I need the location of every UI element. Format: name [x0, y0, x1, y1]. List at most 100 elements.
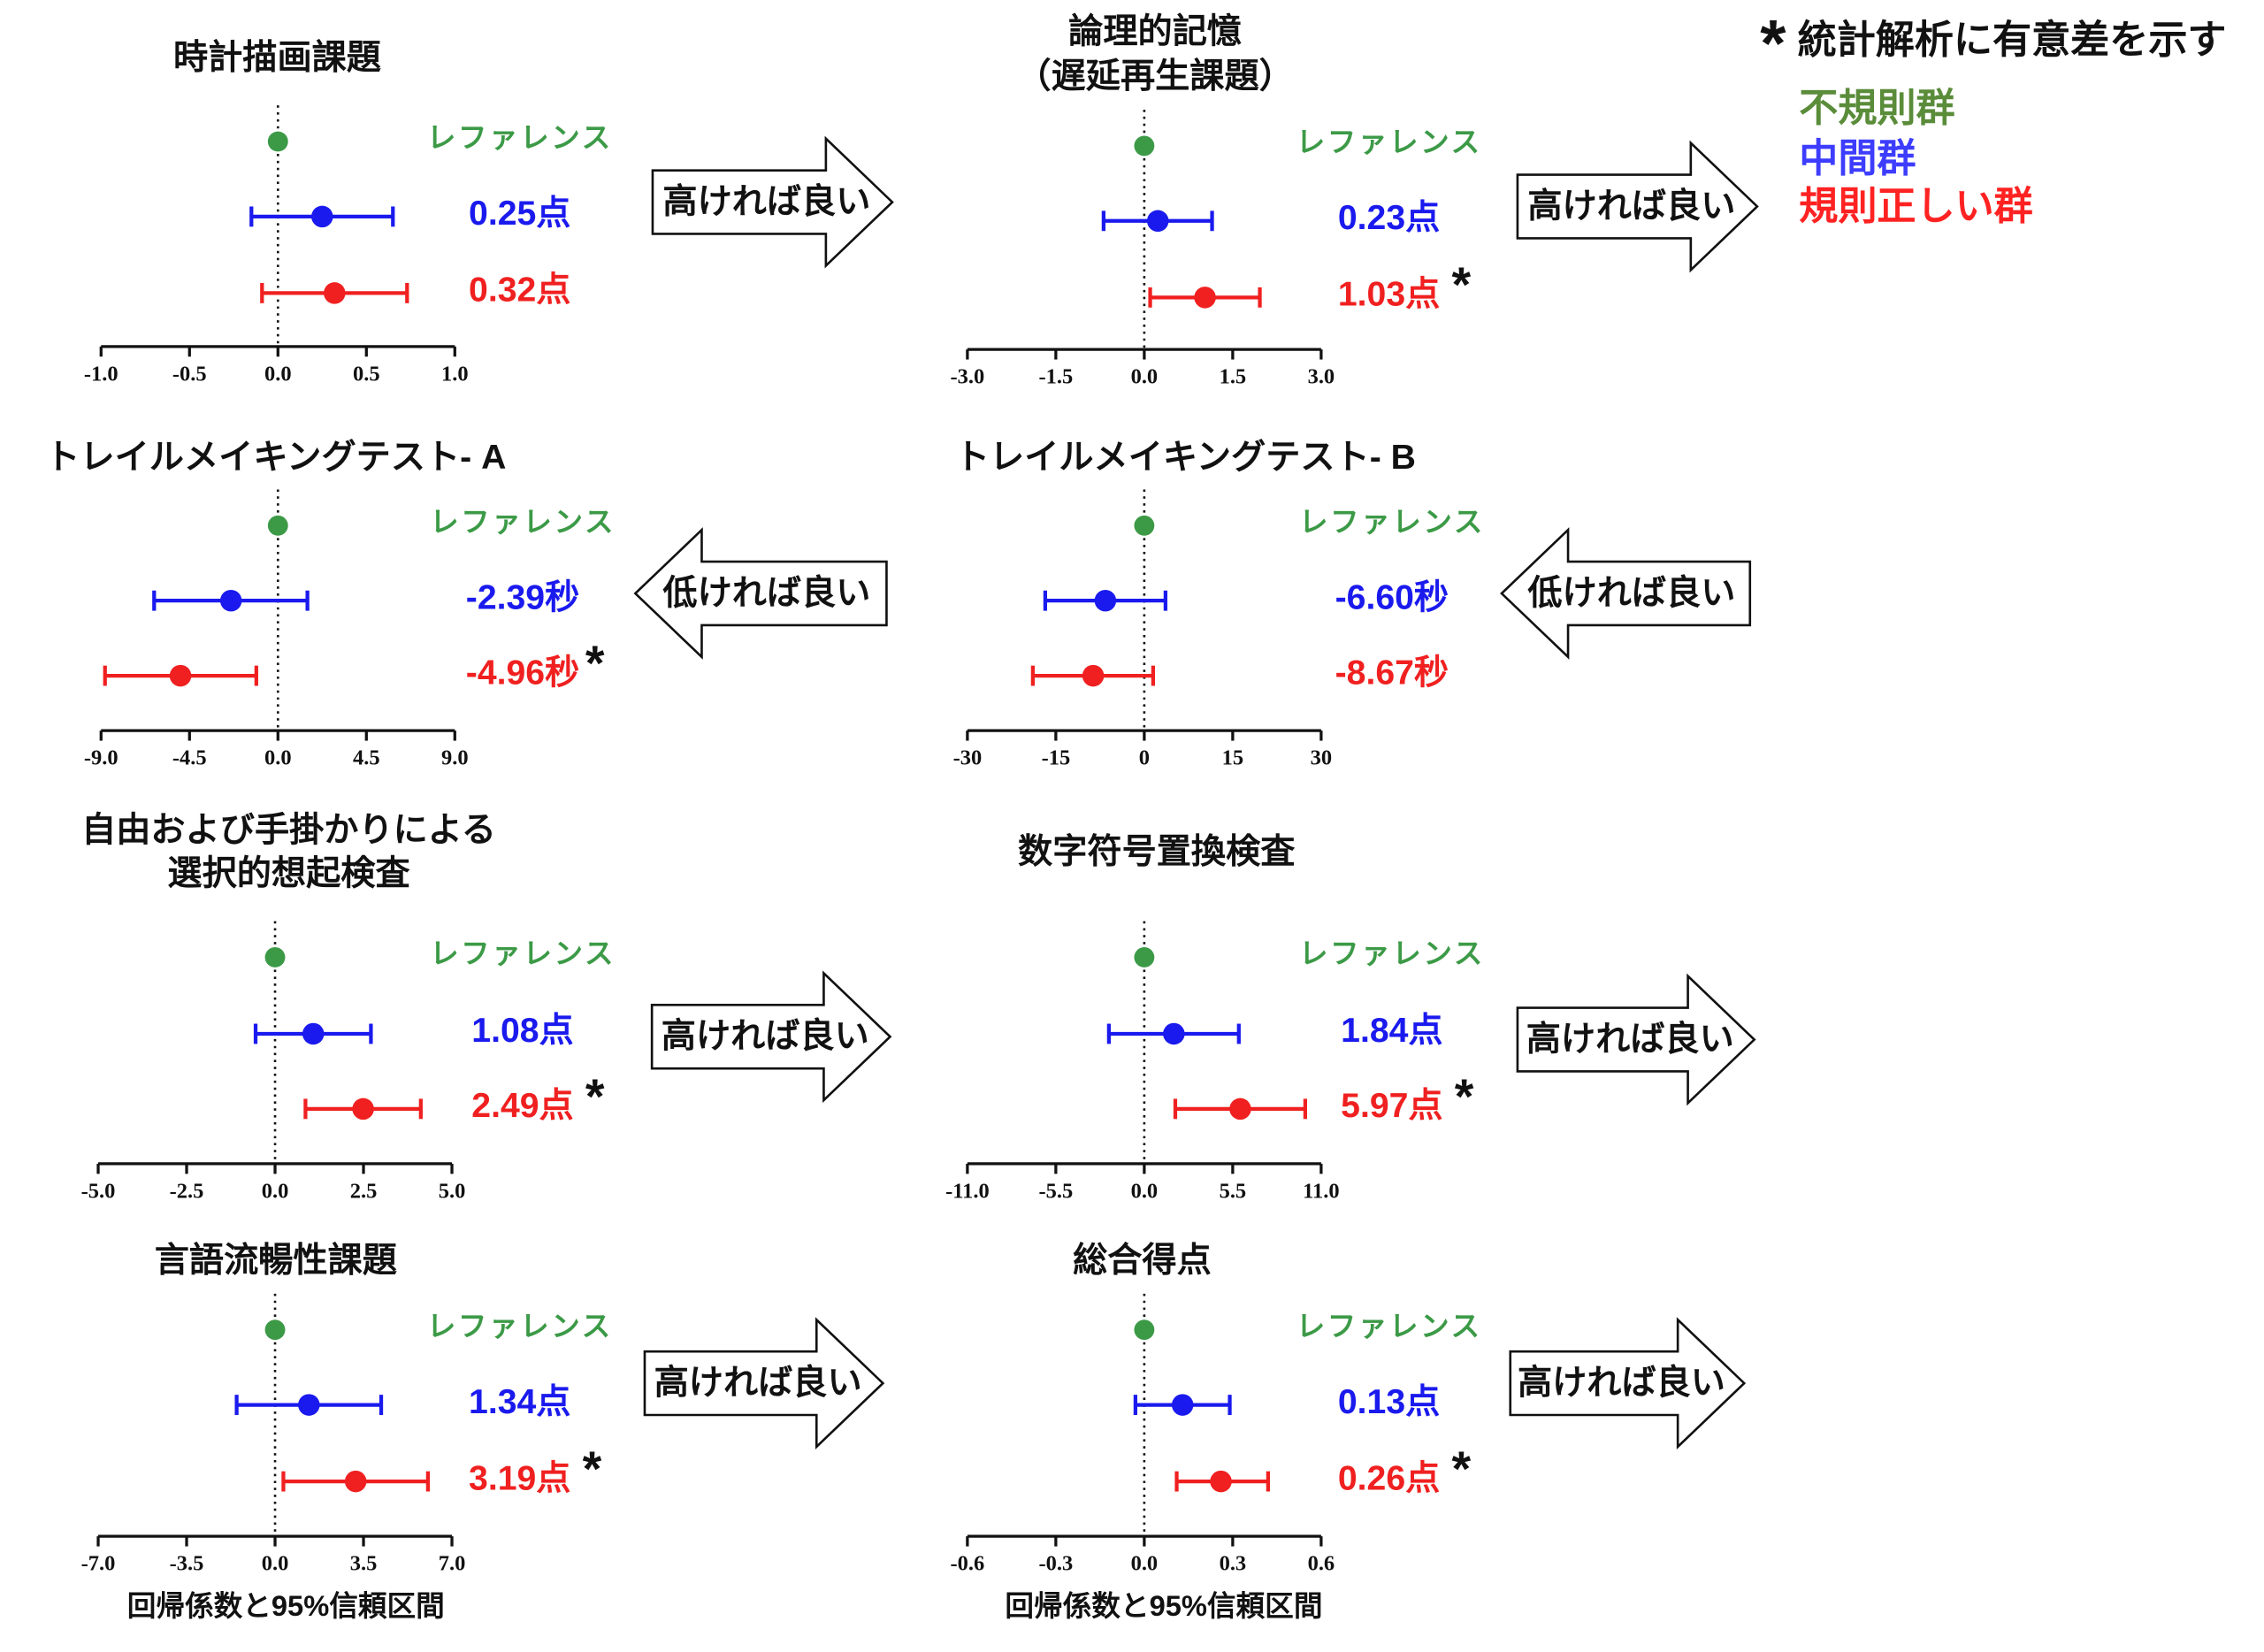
x-tick-label: 0.0	[1131, 1179, 1159, 1203]
estimate-row: 1.34点	[234, 1383, 570, 1421]
panel-title: 選択的想起検査	[167, 854, 410, 892]
x-tick-label: 0.0	[1131, 365, 1159, 389]
arrow-right-icon	[651, 135, 894, 269]
x-tick-label: 0.0	[264, 746, 292, 770]
panel-title: 自由および手掛かりによる	[81, 811, 496, 849]
direction-arrow-label: 高ければ良い	[1526, 1021, 1734, 1059]
estimate-label: 0.23点	[1338, 199, 1440, 237]
reference-label: レファレンス	[427, 121, 613, 154]
reference-point	[264, 1319, 286, 1341]
estimate-row: 2.49点*	[303, 1069, 605, 1125]
estimate-label: -2.39秒	[466, 578, 579, 616]
x-tick-label: 1.0	[441, 362, 469, 386]
panel-title: 時計描画課題	[173, 39, 382, 77]
estimate-label: 1.08点	[471, 1012, 573, 1050]
estimate-point	[1171, 1394, 1194, 1416]
x-tick-label: 30	[1311, 746, 1332, 770]
arrow-right-icon	[1509, 1317, 1747, 1449]
x-tick-label: -15	[1042, 746, 1071, 770]
x-tick-label: 15	[1222, 746, 1243, 770]
estimate-point	[1229, 1098, 1251, 1120]
estimate-row: -2.39秒	[152, 578, 579, 616]
x-tick-label: 0.6	[1308, 1552, 1335, 1576]
estimate-point	[219, 589, 242, 612]
arrow-right-icon	[1516, 973, 1756, 1106]
estimate-row: 0.13点	[1133, 1383, 1440, 1421]
direction-arrow-label: 高ければ良い	[1518, 1365, 1725, 1403]
x-tick-label: -4.5	[172, 746, 207, 770]
estimate-point	[352, 1098, 374, 1120]
estimate-label: 5.97点	[1341, 1087, 1442, 1125]
panel-title: トレイルメイキングテスト- A	[45, 439, 506, 477]
direction-arrow-label: 低ければ良い	[1527, 575, 1735, 613]
legend-item-irregular-group: 不規則群	[1799, 87, 1954, 130]
x-axis-label: 回帰係数と95%信頼区間	[1005, 1589, 1322, 1622]
x-tick-label: 0.0	[262, 1552, 289, 1576]
estimate-row: 1.03点*	[1148, 257, 1471, 314]
reference-label: レファレンス	[1299, 937, 1485, 969]
x-tick-label: -1.0	[84, 362, 119, 386]
estimate-point	[1146, 210, 1169, 233]
x-tick-label: 2.5	[350, 1179, 378, 1203]
estimate-label: 1.34点	[469, 1383, 570, 1421]
x-tick-label: 9.0	[441, 746, 469, 770]
estimate-label: -6.60秒	[1335, 578, 1449, 616]
x-tick-label: -5.0	[81, 1179, 116, 1203]
estimate-point	[324, 282, 346, 304]
arrow-left-icon	[1500, 527, 1752, 660]
estimate-point	[311, 205, 333, 228]
reference-label: レファレンス	[1299, 505, 1485, 538]
direction-arrow-label: 高ければ良い	[662, 183, 870, 221]
x-tick-label: 7.0	[439, 1552, 466, 1576]
arrow-right-icon	[1516, 140, 1759, 273]
reference-label: レファレンス	[1296, 1309, 1482, 1342]
estimate-point	[298, 1394, 320, 1416]
x-tick-label: 0.3	[1220, 1552, 1247, 1576]
legend-item-regular-group: 規則正しい群	[1799, 185, 2032, 228]
significance-note: 統計解析に有意差を示す	[1798, 19, 2227, 62]
reference-label: レファレンス	[427, 1309, 613, 1342]
panel-title: 言語流暢性課題	[155, 1242, 398, 1280]
reference-point	[264, 947, 286, 967]
reference-point	[1134, 947, 1155, 967]
x-tick-label: -3.0	[951, 365, 985, 389]
x-tick-label: 5.0	[439, 1179, 466, 1203]
panel-title: （遅延再生課題）	[1016, 57, 1293, 96]
estimate-label: -4.96秒	[466, 654, 579, 692]
x-tick-label: 0.0	[262, 1179, 289, 1203]
estimate-point	[1082, 664, 1105, 687]
estimate-point	[1210, 1470, 1232, 1493]
direction-arrow: 高ければ良い	[650, 970, 892, 1104]
x-tick-label: 0.0	[264, 362, 292, 386]
x-tick-label: -5.5	[1039, 1179, 1074, 1203]
x-tick-label: -0.5	[172, 362, 207, 386]
reference-point	[1134, 135, 1155, 157]
x-tick-label: -3.5	[170, 1552, 204, 1576]
estimate-label: 0.13点	[1338, 1383, 1440, 1421]
legend-item-middle-group: 中間群	[1799, 137, 1916, 180]
x-tick-label: -1.5	[1039, 365, 1074, 389]
x-tick-label: 4.5	[353, 746, 380, 770]
arrow-right-icon	[650, 970, 892, 1104]
x-tick-label: 0.5	[353, 362, 380, 386]
estimate-point	[1194, 287, 1216, 309]
estimate-point	[302, 1022, 325, 1045]
estimate-point	[1094, 589, 1117, 612]
reference-label: レファレンス	[1296, 126, 1482, 158]
estimate-row: -6.60秒	[1043, 578, 1449, 616]
estimate-row: 5.97点*	[1173, 1069, 1474, 1125]
direction-arrow: 高ければ良い	[1516, 140, 1759, 273]
x-tick-label: 11.0	[1303, 1179, 1339, 1203]
reference-point	[1134, 1319, 1155, 1341]
panel-title: 数字符号置換検査	[1018, 833, 1296, 871]
estimate-row: 1.84点	[1106, 1012, 1443, 1050]
reference-label: レファレンス	[430, 505, 616, 538]
